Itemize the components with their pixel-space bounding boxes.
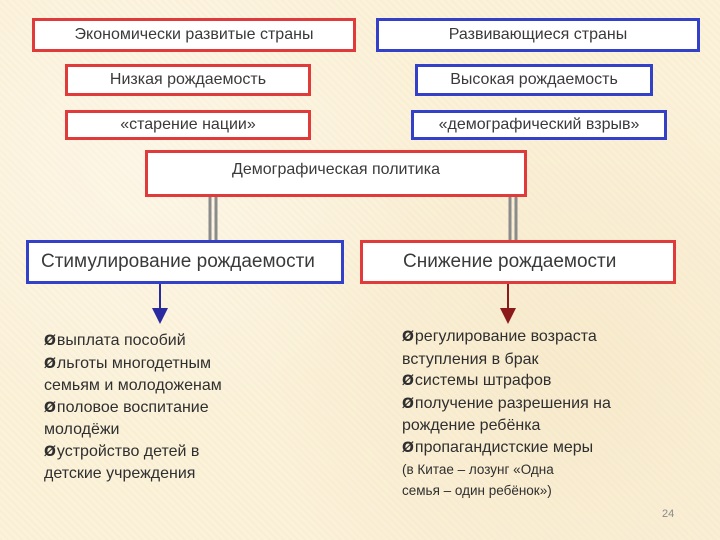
page-number: 24: [662, 508, 675, 520]
list-item: Øустройство детей в детские учреждения: [44, 442, 200, 483]
developing-countries-box: Развивающиеся страны: [376, 18, 700, 52]
list-item: Øполучение разрешения на рождение ребёнк…: [402, 394, 611, 435]
stimulation-list: Øвыплата пособий Øльготы многодетным сем…: [44, 330, 256, 485]
reduction-note: (в Китае – лозунг «Одна семья – один реб…: [402, 462, 554, 498]
demographic-explosion-box: «демографический взрыв»: [411, 110, 667, 140]
list-item: Øполовое воспитание молодёжи: [44, 398, 209, 439]
developing-countries-label: Развивающиеся страны: [448, 26, 628, 43]
low-birth-rate-box: Низкая рождаемость: [65, 64, 311, 96]
stimulation-label: Стимулирование рождаемости: [41, 251, 315, 272]
aging-nation-label: «старение нации»: [120, 116, 256, 133]
developed-countries-label: Экономически развитые страны: [74, 26, 314, 43]
developed-countries-box: Экономически развитые страны: [32, 18, 356, 52]
list-item: Øльготы многодетным семьям и молодоженам: [44, 354, 222, 395]
aging-nation-box: «старение нации»: [65, 110, 311, 140]
low-birth-rate-label: Низкая рождаемость: [109, 71, 267, 88]
reduction-box: Снижение рождаемости: [360, 240, 676, 284]
reduction-label: Снижение рождаемости: [403, 251, 617, 272]
reduction-list: Øрегулирование возраста вступления в бра…: [402, 326, 634, 501]
policy-to-stimulation-connector: [208, 196, 218, 241]
demographic-explosion-label: «демографический взрыв»: [438, 116, 640, 133]
list-item: Øсистемы штрафов: [402, 372, 552, 389]
demographic-policy-box: Демографическая политика: [145, 150, 527, 197]
demographic-policy-label: Демографическая политика: [232, 161, 440, 178]
policy-to-reduction-connector: [508, 196, 518, 241]
high-birth-rate-box: Высокая рождаемость: [415, 64, 653, 96]
stimulation-box: Стимулирование рождаемости: [26, 240, 344, 284]
high-birth-rate-label: Высокая рождаемость: [450, 71, 618, 88]
list-item: Øпропагандистские меры: [402, 438, 594, 456]
list-item: Øвыплата пособий: [44, 332, 186, 349]
list-item: Øрегулирование возраста вступления в бра…: [402, 328, 597, 368]
